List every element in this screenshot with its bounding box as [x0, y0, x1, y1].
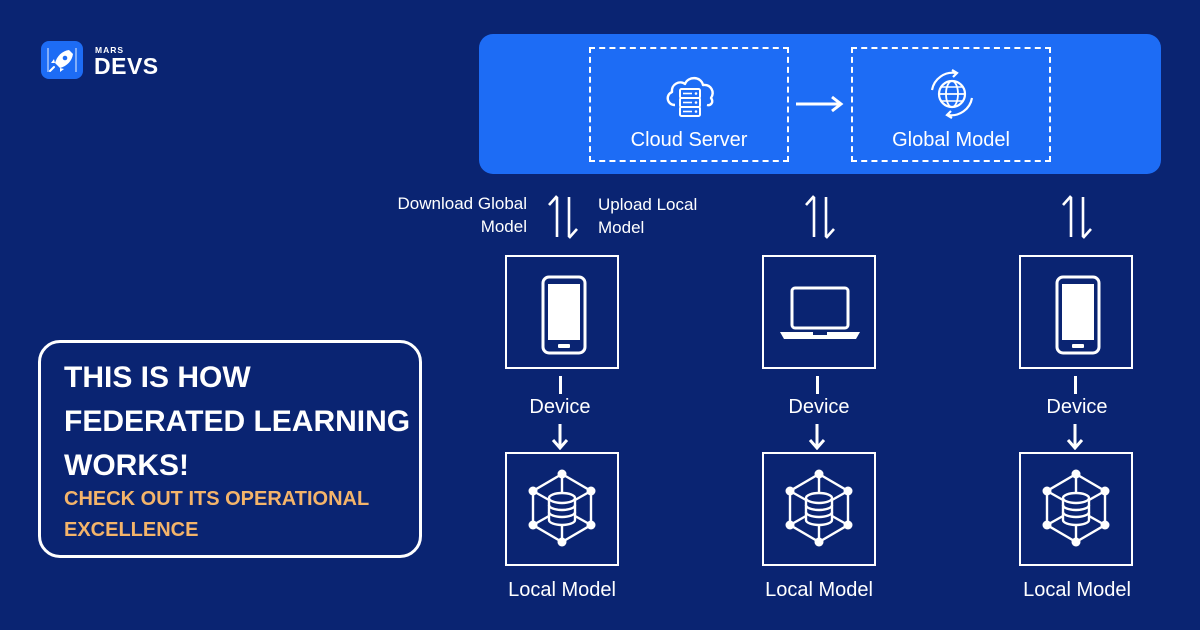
local-model-box-1	[505, 452, 619, 566]
arrow-down-icon	[1066, 424, 1084, 450]
rocket-icon	[41, 41, 83, 79]
cloud-server-icon	[666, 76, 714, 117]
server-panel: Cloud Server Global Model	[479, 34, 1161, 174]
database-network-icon	[1042, 469, 1110, 547]
smartphone-icon	[1055, 275, 1101, 355]
upload-local-model-label: Upload Local Model	[598, 195, 698, 237]
device-label-2: Device	[788, 396, 850, 418]
global-model-box: Global Model	[851, 47, 1051, 162]
connector-line	[816, 376, 819, 394]
local-model-label-1: Local Model	[508, 579, 616, 601]
headline-callout: THIS IS HOW FEDERATED LEARNING WORKS! CH…	[38, 340, 422, 558]
database-network-icon	[528, 469, 596, 547]
device-label-3: Device	[1046, 396, 1108, 418]
bidirectional-arrows-icon	[805, 195, 835, 239]
bidirectional-arrows-icon	[1062, 195, 1092, 239]
device-box-2	[762, 255, 876, 369]
bidirectional-arrows-icon	[548, 195, 578, 239]
device-label-1: Device	[529, 396, 591, 418]
database-network-icon	[785, 469, 853, 547]
cloud-server-box: Cloud Server	[589, 47, 789, 162]
device-box-3	[1019, 255, 1133, 369]
download-global-model-label: Download Global Model	[397, 194, 527, 236]
smartphone-icon	[541, 275, 587, 355]
cloud-server-label: Cloud Server	[630, 129, 748, 151]
arrow-down-icon	[808, 424, 826, 450]
local-model-box-3	[1019, 452, 1133, 566]
brand-logo: MARS DEVS	[40, 40, 180, 80]
laptop-icon	[780, 286, 860, 339]
brand-small-text: MARS	[95, 45, 125, 55]
arrow-right-icon	[796, 95, 844, 113]
connector-line	[559, 376, 562, 394]
brand-name: DEVS	[94, 53, 159, 79]
local-model-label-3: Local Model	[1023, 579, 1131, 601]
arrow-down-icon	[551, 424, 569, 450]
headline-subtitle: CHECK OUT ITS OPERATIONAL EXCELLENCE	[64, 488, 369, 541]
local-model-label-2: Local Model	[765, 579, 873, 601]
global-model-label: Global Model	[892, 129, 1010, 151]
headline-title: THIS IS HOW FEDERATED LEARNING WORKS!	[64, 361, 411, 482]
local-model-box-2	[762, 452, 876, 566]
connector-line	[1074, 376, 1077, 394]
device-box-1	[505, 255, 619, 369]
globe-sync-icon	[930, 69, 974, 119]
